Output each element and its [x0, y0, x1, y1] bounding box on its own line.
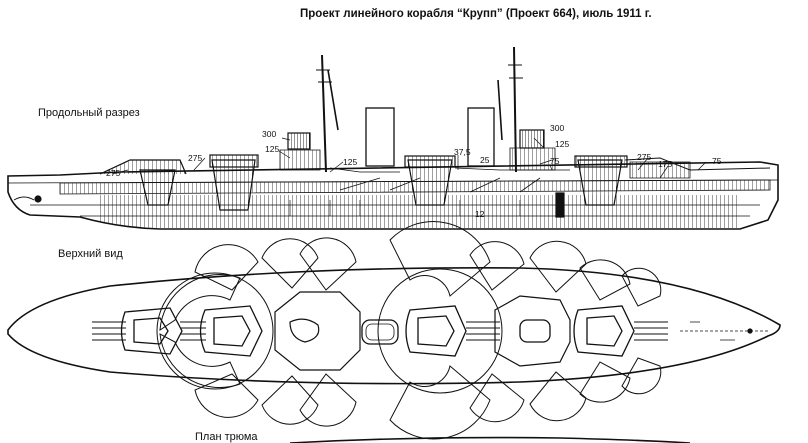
annotation-300-aft: 300: [550, 123, 564, 133]
hold-plan: [289, 436, 691, 443]
funnel-top-fwd: [361, 319, 399, 345]
funnel-aft: [467, 107, 495, 167]
mast-aft: [513, 46, 517, 173]
funnel-fwd: [365, 107, 395, 167]
annotation-275-aft: 275: [637, 152, 651, 162]
conning-tower-aft: [519, 129, 545, 149]
drawing-title: Проект линейного корабля “Крупп” (Проект…: [300, 8, 652, 20]
conning-tower-fwd: [287, 132, 311, 150]
annotation-75-stern: 75: [712, 156, 722, 166]
label-top-view: Верхний вид: [58, 248, 123, 260]
label-hold-plan: План трюма: [195, 431, 258, 443]
annotation-125-aft: 125: [555, 139, 569, 149]
central-superstructure: [274, 291, 361, 371]
annotation-125-mid: 125: [343, 157, 357, 167]
annotation-275-bow: 275: [106, 168, 120, 178]
armor-annotations: 300 125 275 275 125 37,5 25 12 300 125 7…: [106, 123, 722, 219]
mast-fwd: [321, 54, 327, 173]
firing-arcs: [159, 221, 662, 440]
top-view: [7, 221, 781, 440]
turret-arc-mid: [377, 268, 503, 394]
gun-barrels: [92, 321, 668, 341]
annotation-12: 12: [475, 209, 485, 219]
hull-hatching: [100, 195, 740, 228]
label-longitudinal-section: Продольный разрез: [38, 107, 140, 119]
annotation-275-fwd: 275: [188, 153, 202, 163]
annotation-75-aft: 75: [550, 156, 560, 166]
annotation-300-fwd: 300: [262, 129, 276, 139]
turret-arc-fwd: [156, 272, 274, 390]
annotation-25: 25: [480, 155, 490, 165]
longitudinal-section: [7, 46, 779, 230]
annotation-175: 175: [658, 159, 672, 169]
deck-outline: [7, 267, 781, 385]
annotation-37-5: 37,5: [454, 147, 471, 157]
funnel-top-aft: [519, 319, 551, 343]
aft-superstructure: [494, 295, 571, 367]
annotation-125-fwd: 125: [265, 144, 279, 154]
